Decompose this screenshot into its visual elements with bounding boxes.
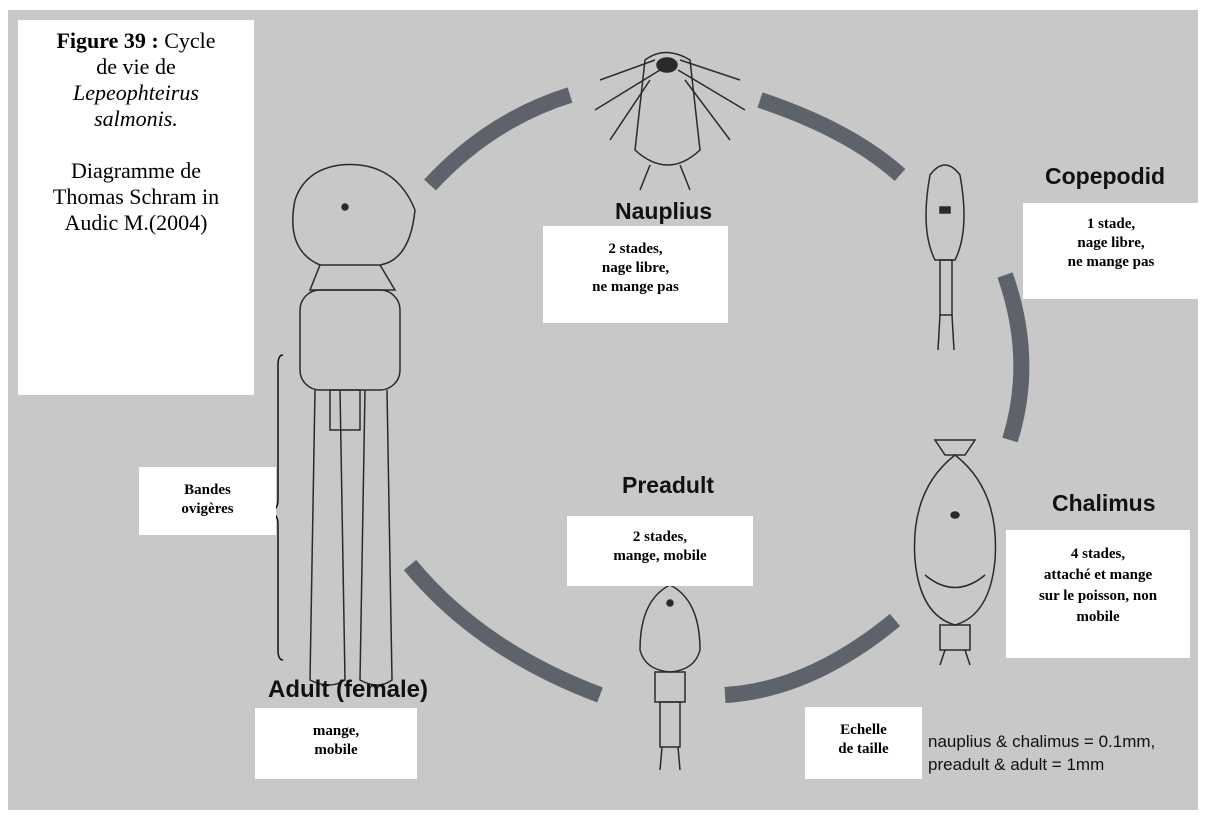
figure-caption: Figure 39 : Cycle de vie de Lepeophteiru… (18, 20, 254, 395)
note-bands-line-1: Bandes (139, 481, 276, 500)
adult-drawing (293, 165, 415, 685)
note-preadult-line-1: 2 stades, (567, 528, 753, 547)
arc-right (1005, 275, 1021, 440)
note-preadult: 2 stades, mange, mobile (567, 516, 753, 586)
figure-label: Figure 39 : (56, 28, 158, 53)
note-copepodid: 1 stade, nage libre, ne mange pas (1023, 203, 1199, 299)
note-chalimus-line-2: attaché et mange (1006, 565, 1190, 586)
credit-line-1: Diagramme de (18, 158, 254, 184)
copepodid-drawing (926, 165, 964, 350)
cycle-arrows (410, 95, 1021, 695)
arc-top-left (430, 95, 570, 185)
scale-line-1: nauplius & chalimus = 0.1mm, (928, 730, 1155, 753)
note-adult: mange, mobile (255, 708, 417, 779)
preadult-drawing (640, 585, 700, 770)
note-copepodid-line-3: ne mange pas (1023, 253, 1199, 272)
stage-label-adult: Adult (female) (268, 676, 428, 704)
scale-line-2: preadult & adult = 1mm (928, 753, 1155, 776)
note-copepodid-line-2: nage libre, (1023, 234, 1199, 253)
note-bands-line-2: ovigères (139, 500, 276, 519)
nauplius-drawing (595, 53, 745, 191)
credit-line-2: Thomas Schram in (18, 184, 254, 210)
note-adult-line-2: mobile (255, 741, 417, 760)
note-scale-line-2: de taille (805, 740, 922, 759)
note-scale: Echelle de taille (805, 707, 922, 779)
arc-top-right (760, 100, 900, 175)
note-chalimus-line-4: mobile (1006, 607, 1190, 628)
note-chalimus-line-1: 4 stades, (1006, 544, 1190, 565)
stage-label-chalimus: Chalimus (1052, 490, 1156, 517)
credit-line-3: Audic M.(2004) (18, 210, 254, 236)
caption-line-2: de vie de (18, 54, 254, 80)
note-chalimus-line-3: sur le poisson, non (1006, 586, 1190, 607)
note-egg-bands: Bandes ovigères (139, 467, 276, 535)
note-preadult-line-2: mange, mobile (567, 547, 753, 566)
note-chalimus: 4 stades, attaché et mange sur le poisso… (1006, 530, 1190, 658)
chalimus-drawing (915, 440, 996, 665)
scale-description: nauplius & chalimus = 0.1mm, preadult & … (928, 730, 1155, 776)
note-scale-line-1: Echelle (805, 721, 922, 740)
note-nauplius-line-1: 2 stades, (543, 240, 728, 259)
caption-line-1: Cycle (164, 28, 215, 53)
stage-label-copepodid: Copepodid (1045, 163, 1165, 190)
note-copepodid-line-1: 1 stade, (1023, 215, 1199, 234)
note-nauplius: 2 stades, nage libre, ne mange pas (543, 226, 728, 323)
note-nauplius-line-2: nage libre, (543, 259, 728, 278)
stage-label-nauplius: Nauplius (615, 198, 712, 225)
arc-bottom-right (725, 620, 895, 695)
note-nauplius-line-3: ne mange pas (543, 278, 728, 297)
species-name-2: salmonis. (18, 106, 254, 132)
note-adult-line-1: mange, (255, 722, 417, 741)
species-name-1: Lepeophteirus (18, 80, 254, 106)
stage-label-preadult: Preadult (622, 472, 714, 499)
